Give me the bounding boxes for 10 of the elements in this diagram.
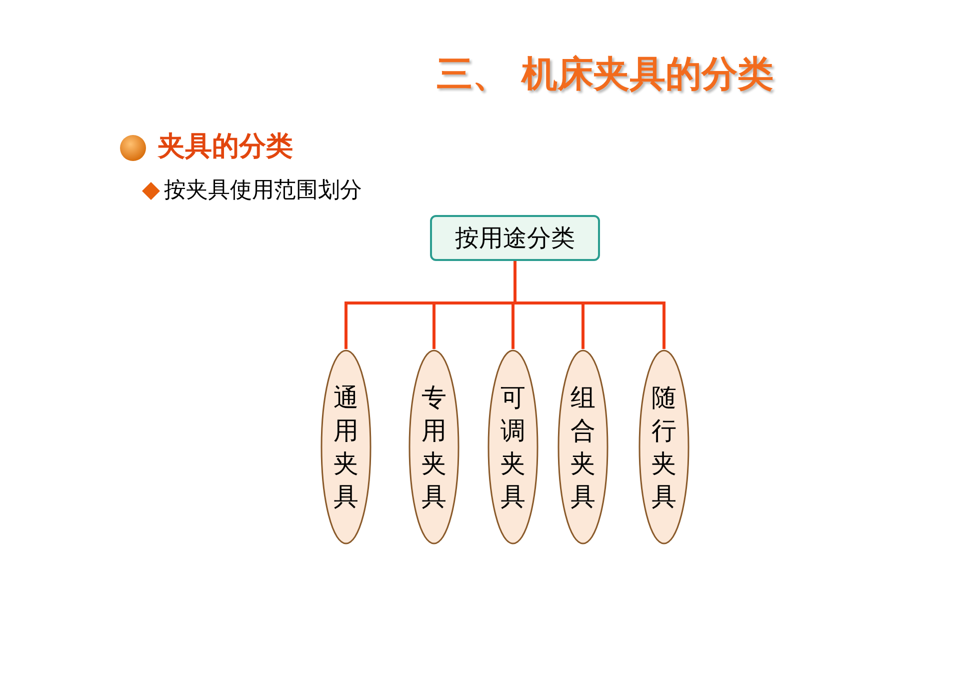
connector <box>514 261 666 349</box>
ellipse-node: 组合夹具 <box>557 349 609 545</box>
ellipse-node: 可调夹具 <box>487 349 539 545</box>
ellipse-node: 专用夹具 <box>408 349 460 545</box>
ellipse-node: 随行夹具 <box>638 349 690 545</box>
category-box: 按用途分类 <box>430 215 600 261</box>
section-heading: 夹具的分类 <box>158 130 293 164</box>
bullet-text: 按夹具使用范围划分 <box>164 177 362 205</box>
ellipse-node: 通用夹具 <box>320 349 372 545</box>
slide-title: 三、 机床夹具的分类 <box>436 53 774 97</box>
